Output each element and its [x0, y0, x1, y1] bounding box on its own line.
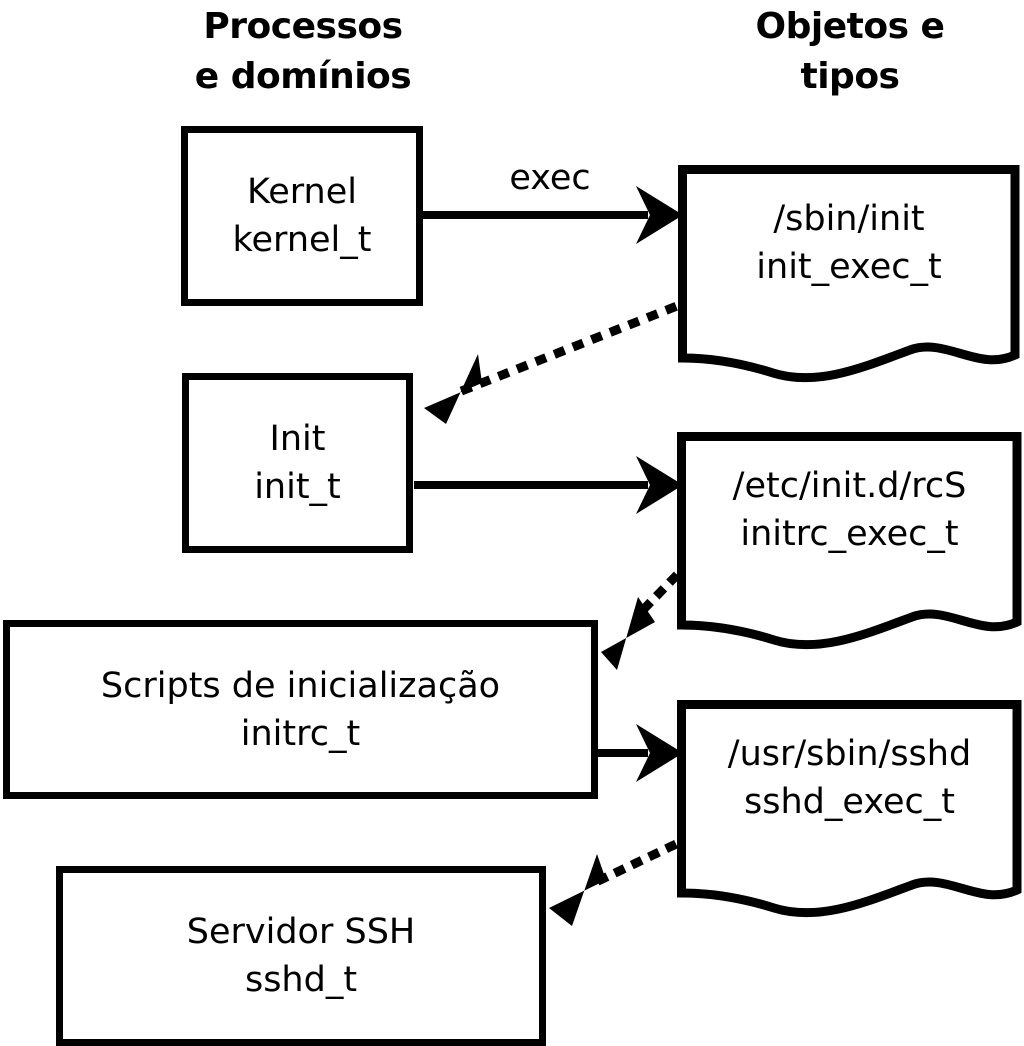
- column-header-objects: Objetos e tipos: [675, 2, 1024, 102]
- process-box-kernel-name: Kernel: [247, 172, 357, 212]
- document-shape-icon: [677, 700, 1022, 918]
- object-doc-init-exec[interactable]: [678, 165, 1020, 383]
- edge-initrc-exec-transition: [601, 571, 681, 670]
- process-box-initrc-type: initrc_t: [240, 713, 361, 754]
- edge-label-exec: exec: [440, 158, 660, 198]
- process-box-init-type: init_t: [254, 467, 341, 507]
- column-header-objects-line1: Objetos e: [755, 6, 945, 47]
- edge-sshd-exec-transition: [549, 840, 678, 926]
- arrowhead-icon: [636, 456, 683, 514]
- arrowhead-icon: [424, 354, 482, 424]
- process-box-initrc[interactable]: Scripts de inicialização initrc_t: [3, 620, 598, 799]
- object-doc-initrc-exec[interactable]: [677, 432, 1022, 650]
- edge-line-dotted: [458, 302, 678, 396]
- process-box-initrc-name: Scripts de inicialização: [100, 665, 501, 706]
- process-box-init-name: Init: [269, 419, 326, 459]
- process-box-sshd-type: sshd_t: [244, 960, 358, 1000]
- document-shape-icon: [678, 165, 1020, 383]
- edge-init-exec-rcs: [414, 456, 683, 514]
- arrowhead-icon: [601, 597, 655, 670]
- process-box-sshd-name: Servidor SSH: [186, 912, 416, 952]
- arrowhead-icon: [636, 186, 683, 244]
- process-box-sshd[interactable]: Servidor SSH sshd_t: [56, 866, 546, 1046]
- edge-kernel-exec-init: [423, 186, 683, 244]
- column-header-processes-line1: Processos: [203, 6, 403, 47]
- arrowhead-icon: [549, 854, 606, 926]
- edge-line-dotted: [590, 840, 678, 888]
- edge-line-dotted: [635, 571, 681, 618]
- arrowhead-icon: [636, 724, 683, 782]
- column-header-processes: Processos e domínios: [128, 2, 478, 102]
- process-box-kernel-type: kernel_t: [232, 220, 372, 260]
- column-header-processes-line2: e domínios: [194, 56, 412, 97]
- document-shape-icon: [677, 432, 1022, 650]
- edge-label-exec-text: exec: [509, 158, 591, 198]
- process-box-init[interactable]: Init init_t: [182, 373, 413, 553]
- process-box-kernel[interactable]: Kernel kernel_t: [181, 126, 423, 306]
- edge-init-exec-transition: [424, 302, 678, 424]
- column-header-objects-line2: tipos: [800, 56, 900, 97]
- object-doc-sshd-exec[interactable]: [677, 700, 1022, 918]
- edge-initrc-exec-sshd: [598, 724, 683, 782]
